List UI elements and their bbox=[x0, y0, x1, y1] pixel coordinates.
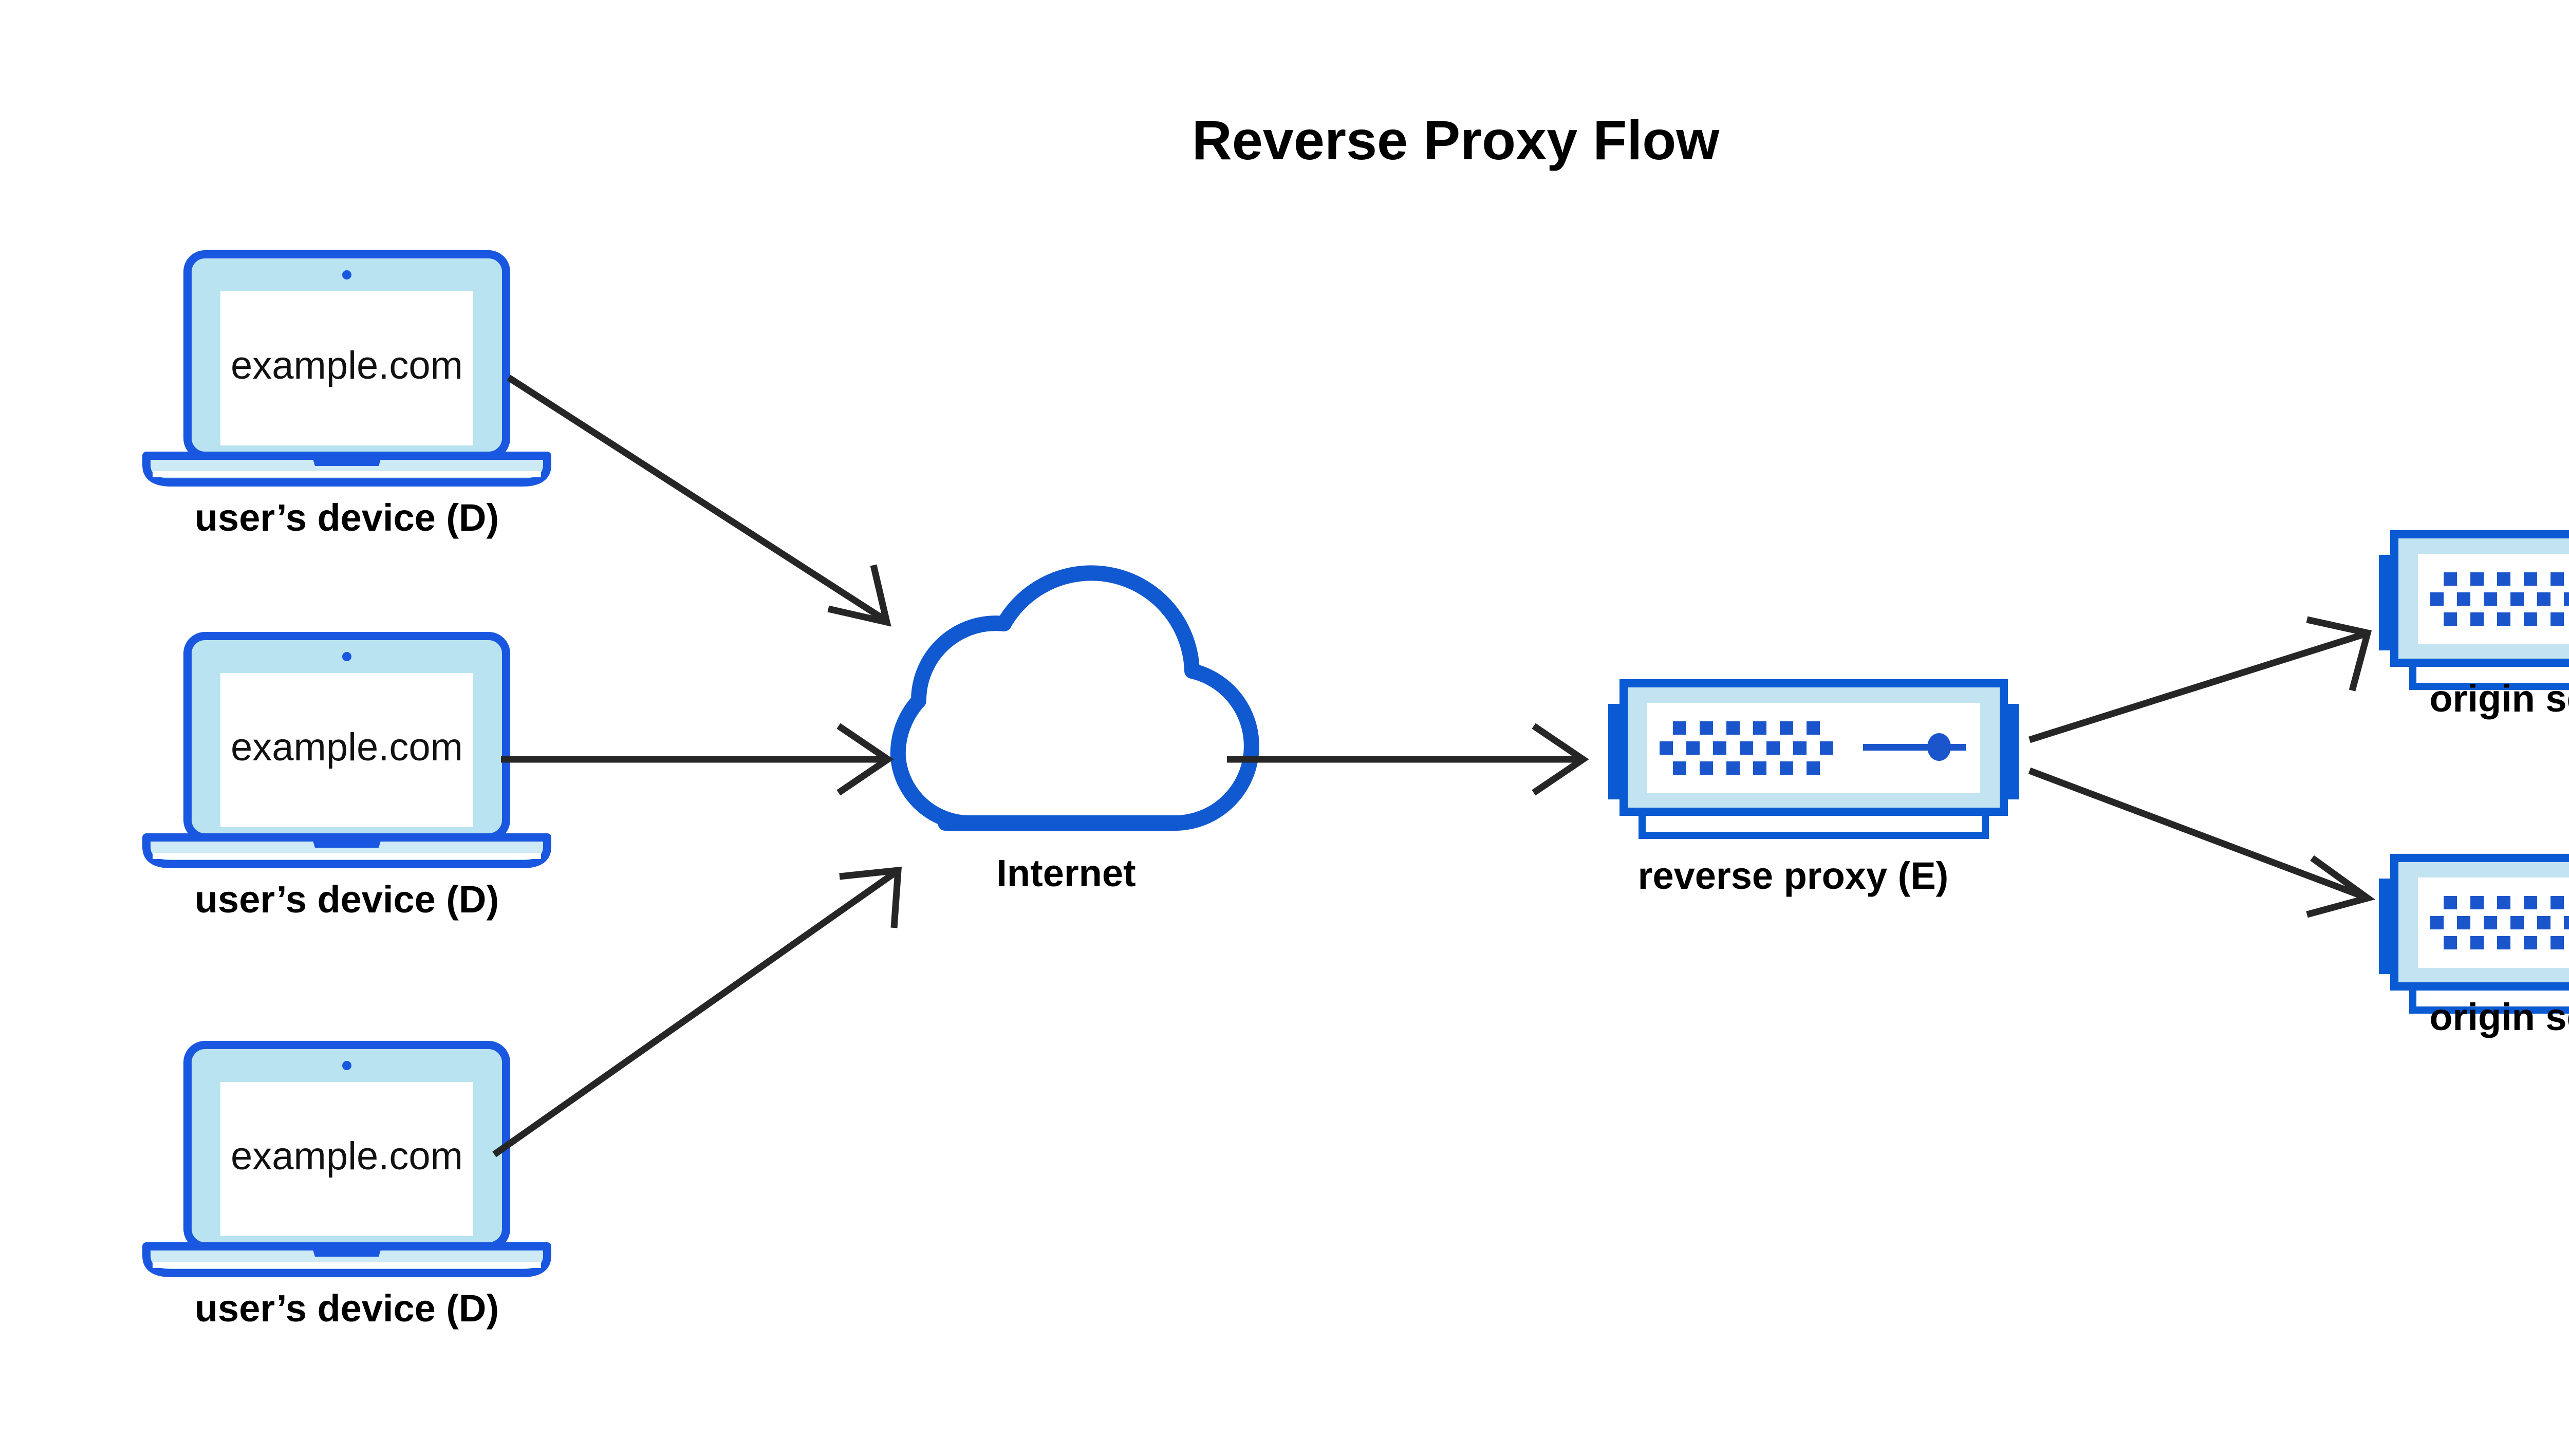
edge-client-3-to-internet bbox=[492, 866, 902, 1158]
reverse-proxy-label: reverse proxy (E) bbox=[1638, 854, 1949, 897]
edge-client-1-to-internet bbox=[507, 375, 891, 627]
node-client-1[interactable]: example.com user’s device (D) bbox=[146, 254, 547, 539]
edge-reverse-proxy-to-origin-1 bbox=[2028, 616, 2372, 743]
client-3-label: user’s device (D) bbox=[195, 1287, 499, 1330]
cloud-icon bbox=[890, 565, 1259, 831]
node-client-2[interactable]: example.com user’s device (D) bbox=[146, 636, 547, 921]
server-icon bbox=[2379, 858, 2569, 1010]
edge-reverse-proxy-to-origin-2 bbox=[2028, 767, 2375, 918]
node-origin-2[interactable]: origin server (F) bbox=[2379, 858, 2569, 1038]
origin-2-label: origin server (F) bbox=[2429, 996, 2569, 1038]
client-3-screen-text: example.com bbox=[231, 1134, 463, 1178]
node-origin-1[interactable]: origin server (F) bbox=[2379, 534, 2569, 720]
edge-client-2-to-internet bbox=[501, 723, 894, 796]
diagram-title: Reverse Proxy Flow bbox=[1192, 109, 1720, 171]
node-reverse-proxy[interactable]: reverse proxy (E) bbox=[1608, 683, 2019, 897]
client-1-label: user’s device (D) bbox=[195, 496, 499, 539]
client-2-label: user’s device (D) bbox=[195, 878, 499, 921]
edge-internet-to-reverse-proxy bbox=[1227, 723, 1589, 796]
client-1-screen-text: example.com bbox=[231, 344, 463, 387]
node-internet[interactable]: Internet bbox=[890, 565, 1259, 894]
internet-label: Internet bbox=[996, 852, 1135, 894]
server-icon bbox=[2379, 534, 2569, 686]
node-client-3[interactable]: example.com user’s device (D) bbox=[146, 1045, 547, 1330]
client-2-screen-text: example.com bbox=[231, 725, 463, 769]
server-icon bbox=[1608, 683, 2019, 835]
origin-1-label: origin server (F) bbox=[2429, 677, 2569, 720]
